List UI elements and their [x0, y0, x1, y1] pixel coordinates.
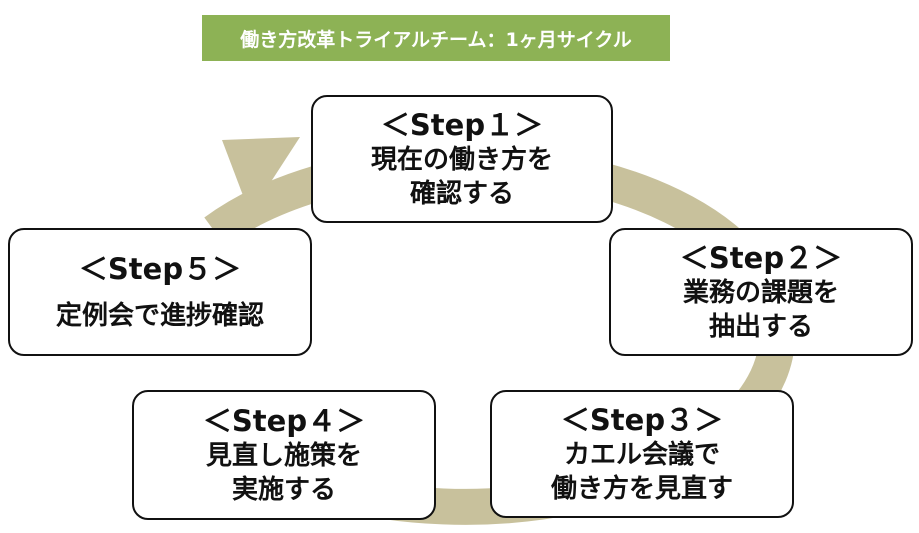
step-5-box: ＜Step５＞ 定例会で進捗確認 — [8, 228, 312, 356]
step-1-box: ＜Step１＞ 現在の働き方を 確認する — [311, 95, 613, 223]
step-5-title: ＜Step５＞ — [78, 252, 242, 286]
step-2-title: ＜Step２＞ — [679, 241, 843, 275]
step-4-line-2: 実施する — [231, 475, 336, 505]
step-3-line-2: 働き方を見直す — [550, 474, 733, 504]
step-2-line-2: 抽出する — [708, 312, 813, 342]
step-4-line-1: 見直し施策を — [205, 441, 362, 471]
step-2-box: ＜Step２＞ 業務の課題を 抽出する — [609, 228, 913, 356]
step-3-box: ＜Step３＞ カエル会議で 働き方を見直す — [490, 390, 794, 518]
step-4-title: ＜Step４＞ — [202, 404, 366, 438]
step-1-line-2: 確認する — [409, 179, 514, 209]
step-1-line-1: 現在の働き方を — [370, 145, 553, 175]
step-2-line-1: 業務の課題を — [682, 278, 839, 308]
diagram-title: 働き方改革トライアルチーム：1ヶ月サイクル — [202, 15, 670, 61]
step-3-title: ＜Step３＞ — [560, 403, 724, 437]
step-5-line-1: 定例会で進捗確認 — [55, 301, 264, 331]
step-4-box: ＜Step４＞ 見直し施策を 実施する — [132, 390, 436, 520]
step-3-line-1: カエル会議で — [563, 440, 720, 470]
cycle-arrowhead — [222, 137, 300, 214]
step-1-title: ＜Step１＞ — [380, 108, 544, 142]
